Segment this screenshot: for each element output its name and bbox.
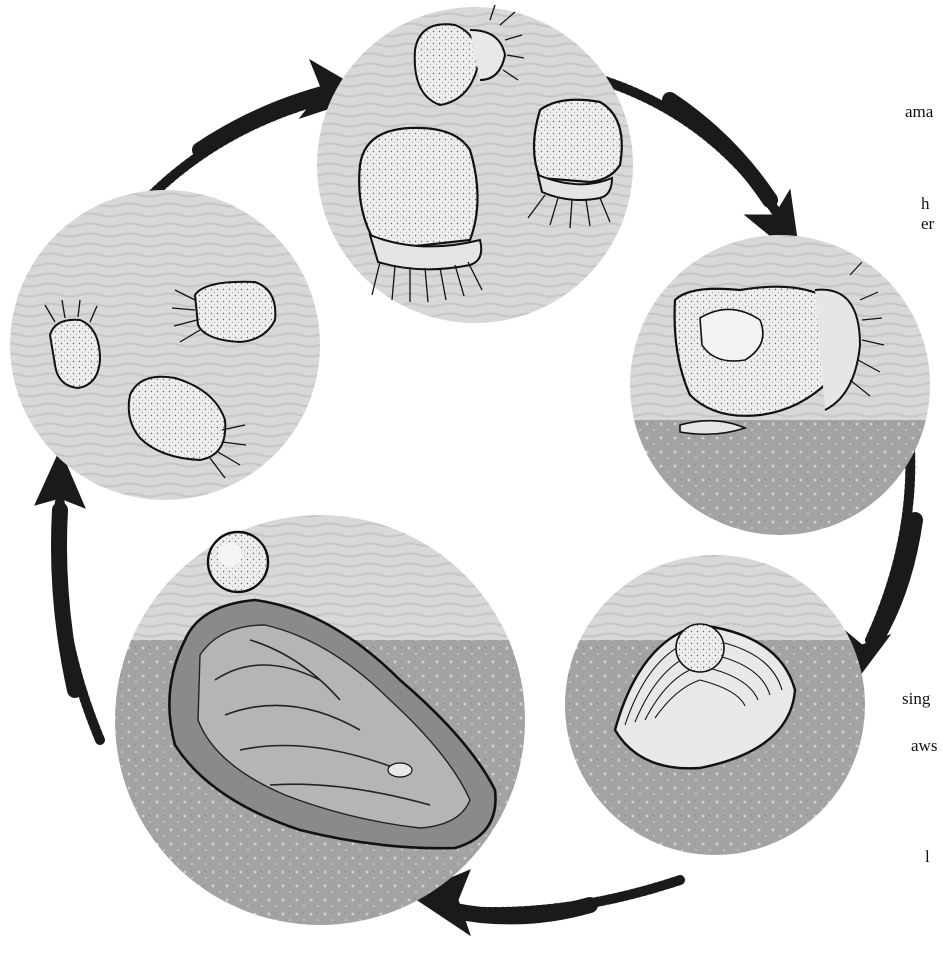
stage-top-larvae bbox=[317, 5, 633, 323]
egg-icon bbox=[208, 532, 268, 592]
stage-bottom-left-adult bbox=[115, 515, 525, 930]
stage-bottom-right-spat bbox=[565, 555, 865, 860]
stage-left-larvae bbox=[10, 190, 320, 500]
stage-right-settling bbox=[630, 235, 930, 540]
